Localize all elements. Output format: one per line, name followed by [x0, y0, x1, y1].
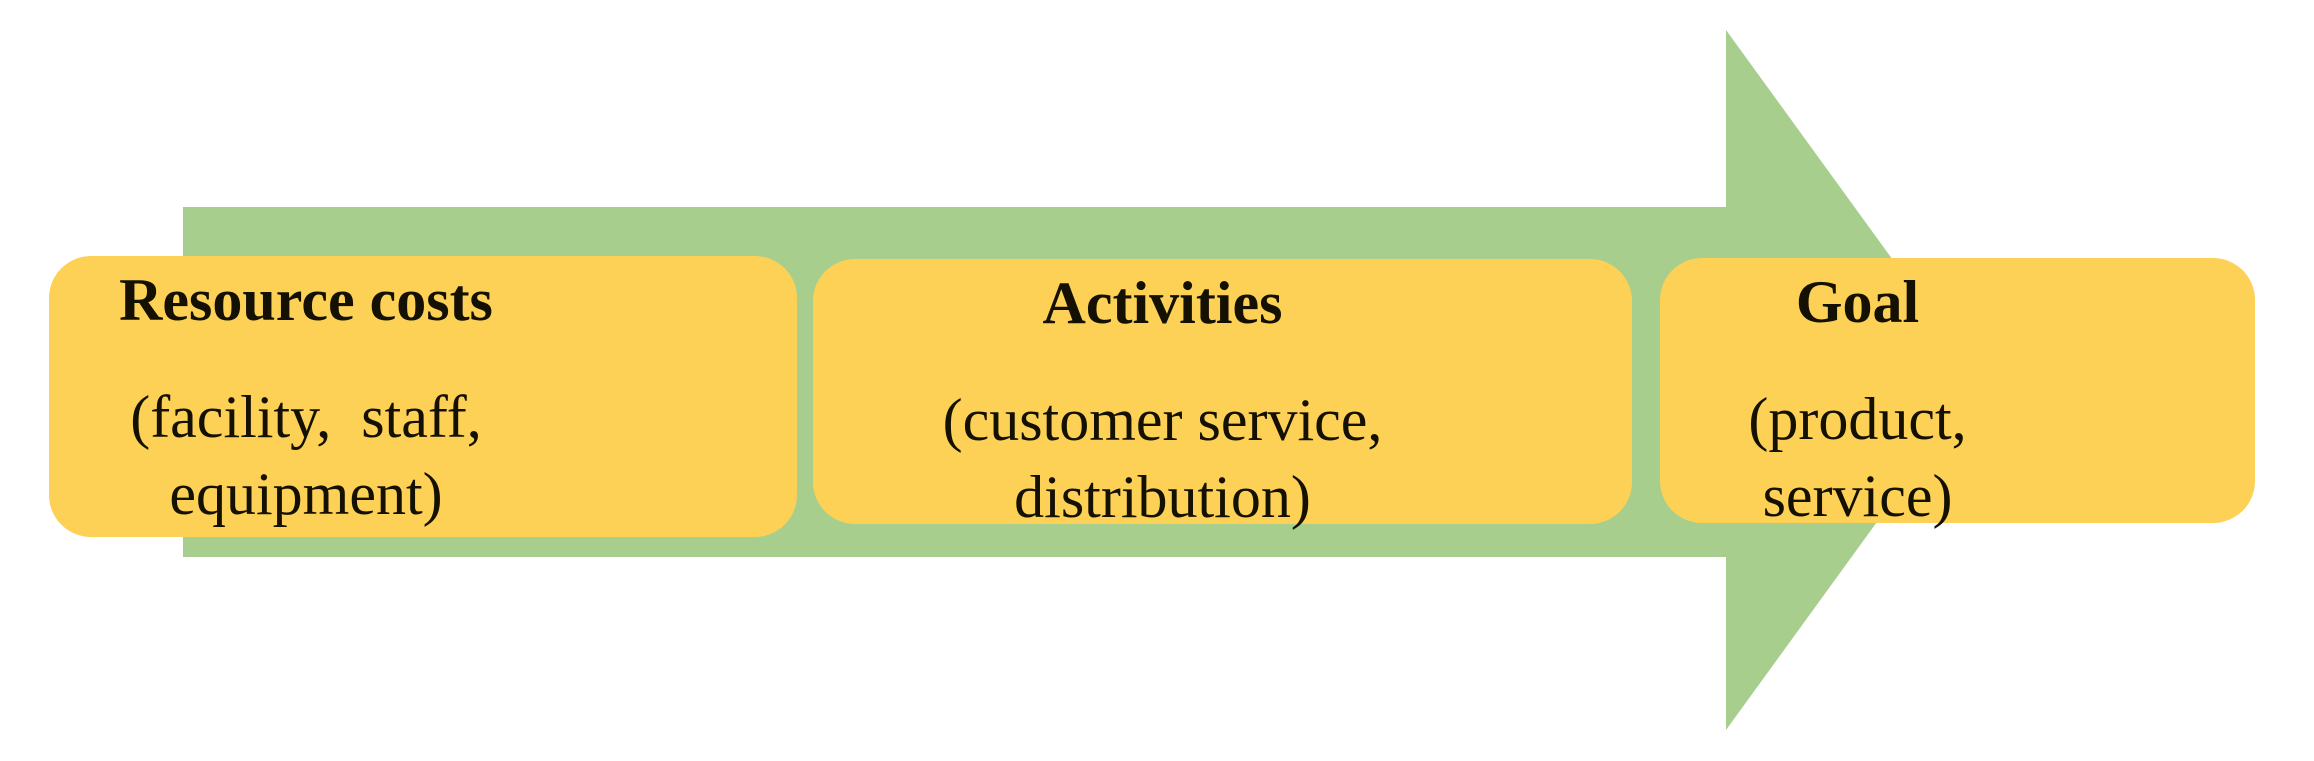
box-activities: Activities (customer service, distributi… [813, 259, 1632, 530]
box-resource-costs-title: Resource costs [119, 267, 493, 333]
box-activities-title: Activities [1042, 270, 1283, 336]
box-goal-line-1: (product, [1748, 386, 1967, 452]
box-resource-costs: Resource costs (facility, staff, equipme… [49, 256, 797, 537]
box-goal: Goal (product, service) [1660, 258, 2255, 529]
box-goal-title: Goal [1795, 269, 1920, 335]
box-activities-text: Activities (customer service, distributi… [753, 259, 1572, 530]
box-activities-line-1: (customer service, [942, 387, 1383, 453]
box-resource-costs-text: Resource costs (facility, staff, equipme… [0, 256, 680, 537]
box-goal-text: Goal (product, service) [1560, 258, 2155, 529]
box-activities-line-2: distribution) [1014, 464, 1311, 530]
box-goal-line-2: service) [1762, 463, 1953, 529]
box-resource-costs-line-1: (facility, staff, [130, 384, 482, 450]
box-resource-costs-line-2: equipment) [169, 461, 443, 527]
